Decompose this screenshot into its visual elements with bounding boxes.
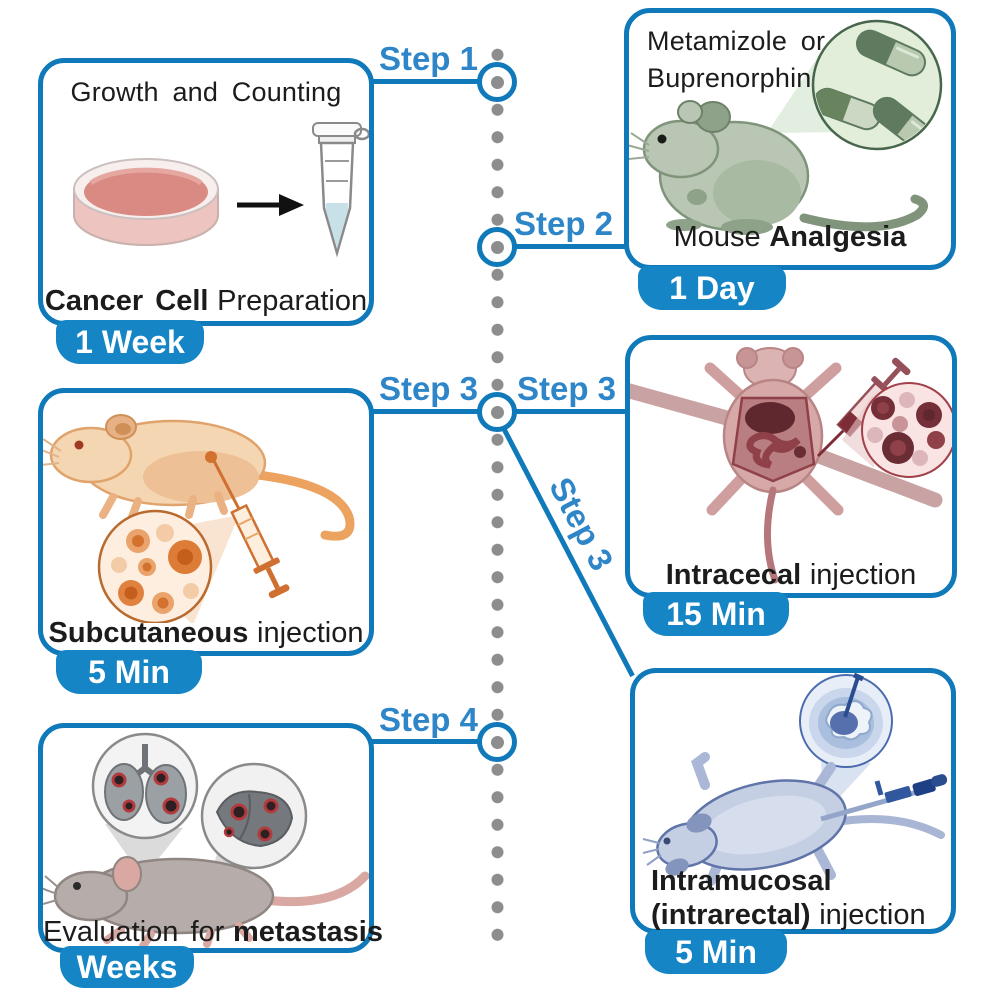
step4-timeline-node [477,722,517,762]
caption-line1-bold: Intramucosal [651,865,832,897]
duration-badge-5-min-intrarectal: 5 Min [645,930,787,974]
duration-badge-5-min: 5 Min [56,650,202,694]
panel-title: Metamizole or Buprenorphin [647,23,825,97]
step1-connector-line [372,79,479,84]
caption-regular: injection [809,559,917,591]
microcentrifuge-tube-icon [312,122,369,258]
mouse-icon [629,100,928,235]
analgesia-illustration [629,19,943,235]
mouse-icon [704,347,844,584]
caption-regular: injection [257,617,364,649]
step3-right-connector-line [516,409,627,414]
duration-badge-1-day: 1 Day [638,266,786,310]
step3-left-connector-line [372,409,479,414]
caption-line2-bold: (intrarectal) [651,899,811,931]
step2-label: Step 2 [514,205,614,242]
capsule-icon [855,29,927,77]
metastasis-illustration [43,732,369,948]
syringe-icon [211,458,290,599]
panel-title: Growth and Counting [70,77,342,107]
step1-timeline-node [477,62,517,102]
caption-line2-regular: injection [819,899,926,931]
intracecal-illustration [630,347,952,584]
step3-left-label: Step 3 [378,370,478,407]
caption-bold: Cancer Cell [44,285,209,317]
timeline-dotted-line [490,41,505,948]
panel-caption-line1: Intramucosal [651,865,832,898]
petri-dish-icon [73,158,219,246]
rectal-mucosa-magnifier-icon [799,673,893,768]
panel-caption-line2: (intrarectal)injection [651,899,926,932]
tumor-cells-magnifier-icon [861,382,952,478]
caption-regular: Mouse [673,221,761,253]
drug-name-line2: Buprenorphin [647,63,812,93]
step2-timeline-node [477,227,517,267]
duration-badge-weeks: Weeks [60,946,194,988]
cell-preparation-illustration [73,122,369,258]
cancer-cells-magnifier-icon [97,509,213,623]
mouse-icon [43,414,355,541]
liver-magnifier-icon [200,762,308,870]
intramucosal-illustration [642,673,948,886]
duration-badge-15-min: 15 Min [643,592,789,636]
subcutaneous-illustration [43,414,355,623]
step4-connector-line [372,739,479,744]
mouse-icon [642,752,945,886]
caption-bold: metastasis [233,916,383,948]
panel-cancer-cell-preparation: Growth and Counting [38,58,374,326]
mouse-icon [43,856,369,948]
duration-badge-1-week: 1 Week [56,320,204,364]
magnifier-beam [105,824,183,878]
step3-timeline-node [477,392,517,432]
step2-connector-line [516,244,626,249]
step3-right-label: Step 3 [517,370,617,407]
panel-intramucosal-injection: Intramucosal (intrarectal)injection [630,668,956,934]
caption-regular: Evaluation for [43,916,225,948]
caption-bold: Intracecal [665,559,802,591]
capsules-magnifier-icon [811,19,943,151]
arrow-right-icon [237,194,304,216]
lungs-magnifier-icon [91,732,199,840]
drug-name-line1: Metamizole or [647,26,826,56]
caption-bold: Subcutaneous [48,617,249,649]
catheter-icon [820,774,948,822]
step1-label: Step 1 [378,40,478,77]
caption-bold: Analgesia [769,221,907,253]
caption-regular: Preparation [217,285,368,317]
step4-label: Step 4 [378,701,478,738]
